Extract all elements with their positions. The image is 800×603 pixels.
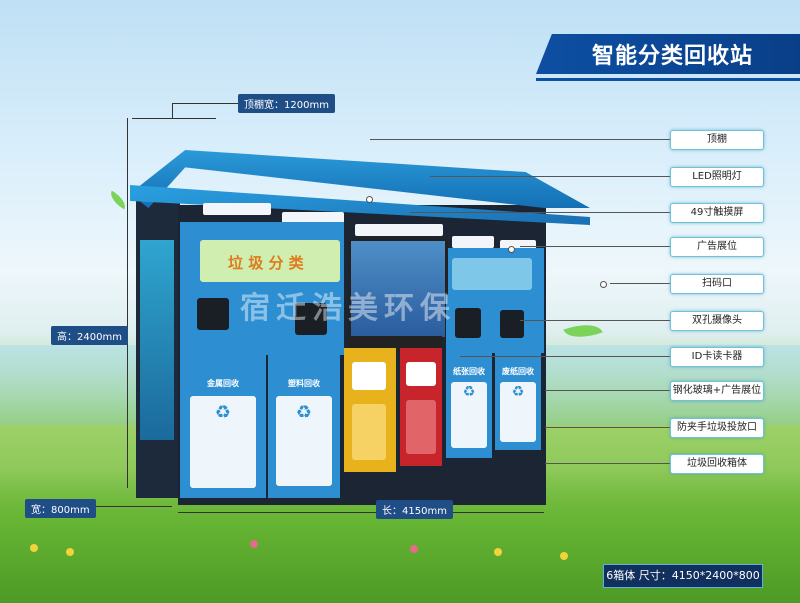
led-light xyxy=(452,236,494,248)
flower-decoration xyxy=(30,544,38,552)
callout-leader xyxy=(460,356,670,357)
recycle-icon: ♻ xyxy=(462,384,476,400)
callout-leader xyxy=(520,320,670,321)
callout-leader xyxy=(545,427,670,428)
dim-line-depth xyxy=(92,506,172,507)
title-banner xyxy=(536,34,800,74)
watermark: 宿迁浩美环保 xyxy=(240,291,456,326)
callout-leader xyxy=(520,246,670,247)
callout-scan-port: 扫码口 xyxy=(670,274,764,294)
plastic-icon xyxy=(295,303,327,335)
callout-camera: 双孔摄像头 xyxy=(670,311,764,331)
callout-led-light: LED照明灯 xyxy=(670,167,764,187)
bin-door-yellow[interactable] xyxy=(344,348,396,472)
flower-decoration xyxy=(250,540,258,548)
bin-label: 金属回收 xyxy=(207,379,239,388)
callout-dot xyxy=(508,246,515,253)
bin-label: 废纸回收 xyxy=(502,367,534,376)
callout-leader xyxy=(545,463,670,464)
callout-dot xyxy=(366,196,373,203)
bin-door-red[interactable] xyxy=(400,348,442,466)
dim-line-height xyxy=(127,118,128,488)
paper-icon xyxy=(455,308,481,338)
led-light xyxy=(282,212,344,224)
led-light xyxy=(203,203,271,215)
callout-ad-space: 广告展位 xyxy=(670,237,764,257)
dim-depth: 宽：800mm xyxy=(25,499,96,518)
bin-door-paper[interactable]: 纸张回收 ♻ xyxy=(446,350,492,458)
flower-decoration xyxy=(410,545,418,553)
dim-line-length xyxy=(178,512,544,513)
dim-leader-roof xyxy=(172,103,239,119)
dim-roof-width: 顶棚宽：1200mm xyxy=(238,94,335,113)
bin-door-plastic[interactable]: 塑料回收 ♻ xyxy=(268,350,340,498)
bin-label: 塑料回收 xyxy=(288,379,320,388)
callout-leader xyxy=(430,176,670,177)
ad-display-right xyxy=(452,258,532,290)
bin-info-card xyxy=(352,404,386,460)
callout-leader xyxy=(545,390,670,391)
callout-leader xyxy=(610,283,670,284)
recycle-icon: ♻ xyxy=(295,402,313,423)
bin-door-waste-paper[interactable]: 废纸回收 ♻ xyxy=(495,350,541,450)
callout-leader xyxy=(370,139,670,140)
ad-banner-text: 垃 圾 分 类 xyxy=(228,254,304,272)
drop-slot[interactable] xyxy=(352,362,386,390)
callout-id-card-reader: ID卡读卡器 xyxy=(670,347,764,367)
bin-info-card xyxy=(190,396,256,488)
banner-underline xyxy=(536,78,800,81)
metal-icon xyxy=(197,298,229,330)
recycle-icon: ♻ xyxy=(511,384,525,400)
bin-info-card xyxy=(500,382,536,442)
fabric-icon xyxy=(500,310,524,338)
dim-line-roof xyxy=(132,118,216,119)
bin-label: 纸张回收 xyxy=(453,367,485,376)
bin-info-card xyxy=(406,400,436,454)
size-spec-badge: 6箱体 尺寸：4150*2400*800 xyxy=(603,564,763,588)
callout-glass-ad: 钢化玻璃+广告展位 xyxy=(670,381,764,401)
callout-anti-pinch-slot: 防夹手垃圾投放口 xyxy=(670,418,764,438)
bin-door-metal[interactable]: 金属回收 ♻ xyxy=(180,350,266,498)
flower-decoration xyxy=(66,548,74,556)
side-advertisement xyxy=(140,240,174,440)
recycle-icon: ♻ xyxy=(214,402,232,423)
dim-height: 高：2400mm xyxy=(51,326,128,345)
bin-info-card xyxy=(276,396,332,486)
callout-roof: 顶棚 xyxy=(670,130,764,150)
drop-slot[interactable] xyxy=(406,362,436,386)
callout-leader xyxy=(410,212,670,213)
callout-dot xyxy=(600,281,607,288)
callout-touch-screen: 49寸触摸屏 xyxy=(670,203,764,223)
bin-info-card xyxy=(451,382,487,448)
led-light xyxy=(355,224,443,236)
flower-decoration xyxy=(560,552,568,560)
callout-bin-body: 垃圾回收箱体 xyxy=(670,454,764,474)
leaf-decoration xyxy=(106,190,130,210)
leaf-decoration xyxy=(563,317,603,345)
ad-banner xyxy=(200,240,340,282)
flower-decoration xyxy=(494,548,502,556)
dim-length: 长：4150mm xyxy=(376,500,453,519)
page-title: 智能分类回收站 xyxy=(592,44,754,69)
